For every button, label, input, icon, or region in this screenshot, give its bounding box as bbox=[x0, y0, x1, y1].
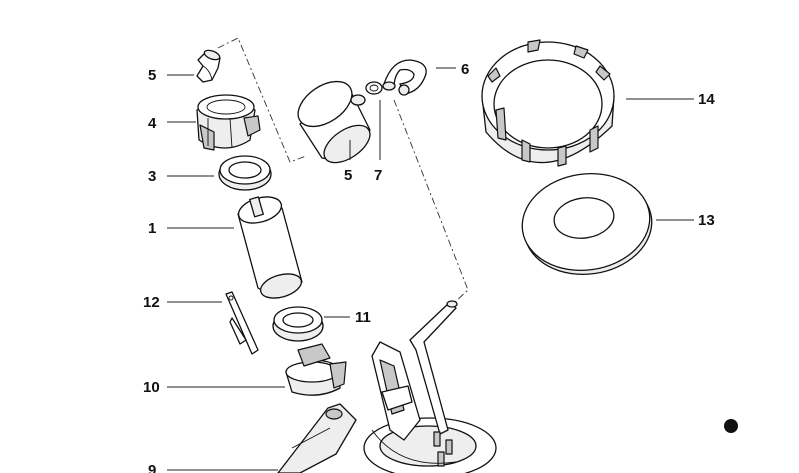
callout-2: 3 bbox=[148, 168, 156, 185]
part-9-sender-body bbox=[277, 300, 497, 473]
callout-labels: 5 4 3 1 12 10 9 11 5 7 6 14 13 bbox=[143, 61, 715, 473]
callout-10: 10 bbox=[143, 379, 160, 396]
callout-9: 9 bbox=[148, 462, 156, 473]
callout-11: 11 bbox=[355, 309, 371, 326]
callout-4: 5 bbox=[148, 67, 156, 84]
part-10-retainer-bracket bbox=[285, 343, 347, 396]
part-11-seal-ring bbox=[272, 306, 324, 342]
part-14-locking-ring bbox=[481, 39, 615, 167]
part-7-hose-clamp bbox=[365, 81, 383, 95]
callout-1: 1 bbox=[148, 220, 156, 237]
callout-5: 5 bbox=[344, 167, 352, 184]
callout-12: 12 bbox=[143, 294, 160, 311]
part-1-pump-cylinder bbox=[237, 196, 303, 299]
leader-lines bbox=[167, 67, 694, 471]
callout-14: 14 bbox=[698, 91, 715, 108]
callout-3: 4 bbox=[148, 115, 157, 132]
part-2-seal-ring bbox=[218, 155, 272, 191]
part-13-tank-gasket bbox=[521, 172, 653, 276]
part-3-clamp-ring bbox=[196, 94, 261, 151]
callout-13: 13 bbox=[698, 212, 715, 229]
part-4-elbow-hose bbox=[196, 49, 221, 83]
part-12-retaining-clip bbox=[225, 291, 259, 355]
callout-6: 6 bbox=[461, 61, 469, 78]
callout-7: 7 bbox=[374, 167, 382, 184]
part-5-fuel-filter bbox=[297, 80, 371, 164]
marker-dot bbox=[724, 419, 738, 433]
part-6-curved-hose bbox=[382, 59, 427, 96]
